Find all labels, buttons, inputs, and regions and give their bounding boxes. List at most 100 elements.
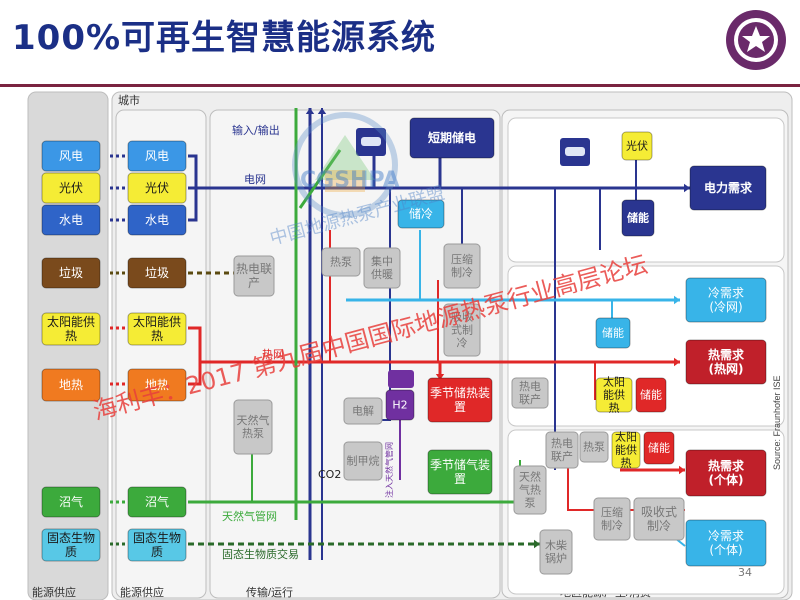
node-geo-city: 地热 <box>127 368 187 402</box>
node-label: 天然气热泵 <box>237 413 270 440</box>
node-label: 电力需求 <box>704 180 753 195</box>
association-logo-icon <box>292 112 398 218</box>
node-label: 太阳能供热 <box>47 314 95 343</box>
flow-arrow-icon <box>305 108 315 114</box>
node-label: 热泵 <box>330 256 352 269</box>
region-label-city-supply: 能源供应 <box>120 585 164 599</box>
node-seasonal-gas: 季节储气装置 <box>427 449 493 495</box>
label-gas-inject: 注入天然气管网 <box>384 442 394 498</box>
node-label: 储能 <box>602 326 624 340</box>
node-electrolysis: 电解 <box>343 397 383 425</box>
power-grid-line <box>188 154 198 222</box>
node-chp-district: 热电联产 <box>511 377 549 409</box>
node-label: 电解 <box>352 404 374 418</box>
node-store-heat: 储能 <box>635 377 667 413</box>
region-transport <box>209 109 501 599</box>
node-heat-demand-ind: 热需求(个体) <box>685 449 767 497</box>
title-rule <box>0 84 800 87</box>
node-label: 储能 <box>640 388 662 402</box>
node-label: 风电 <box>59 149 83 163</box>
node-biomass-src: 固态生物质 <box>41 528 101 562</box>
label-power-grid: 电网 <box>244 173 266 186</box>
label-gas-grid: 天然气管网 <box>222 509 277 523</box>
node-waste-src: 垃圾 <box>41 257 101 289</box>
node-store-pv: 储能 <box>621 199 655 237</box>
node-cool-demand-ind: 冷需求(个体) <box>685 519 767 567</box>
flow-arrow-icon <box>674 295 680 305</box>
heat-grid-line <box>188 326 202 386</box>
node-biogas-city: 沼气 <box>127 486 187 518</box>
node-geo-src: 地热 <box>41 368 101 402</box>
node-label: 季节储热装置 <box>430 385 490 414</box>
node-label: 固态生物质 <box>47 531 95 559</box>
node-biomass-city: 固态生物质 <box>127 528 187 562</box>
node-wind-city: 风电 <box>127 140 187 172</box>
node-pv-city: 光伏 <box>127 172 187 204</box>
node-label: 季节储气装置 <box>430 457 490 486</box>
node-label: 集中供暖 <box>371 254 393 281</box>
node-hp-ind: 热泵 <box>579 431 609 463</box>
node-label: 热需求(个体) <box>708 458 745 487</box>
flow-arrow-icon <box>435 374 445 380</box>
node-label: 热泵 <box>583 441 605 454</box>
node-label: 短期储电 <box>428 130 476 145</box>
node-pv-district: 光伏 <box>621 131 653 161</box>
node-label: 光伏 <box>59 181 83 195</box>
node-solar-city: 太阳能供热 <box>127 312 187 346</box>
source-note: Source: Fraunhofer ISE <box>772 375 782 470</box>
node-label: 沼气 <box>145 494 169 509</box>
node-label: 沼气 <box>59 494 83 509</box>
node-label: 天然气热泵 <box>519 470 541 510</box>
flow-arrow-icon <box>317 108 327 114</box>
node-central-heat: 集中供暖 <box>363 247 401 289</box>
region-label-transport: 传输/运行 <box>246 585 293 599</box>
node-label: 冷需求(冷网) <box>708 286 744 314</box>
label-io: 输入/输出 <box>232 123 280 137</box>
node-label: 吸收式制冷 <box>641 505 677 533</box>
gas-grid-line <box>298 149 342 209</box>
node-cool-demand-net: 冷需求(冷网) <box>685 277 767 323</box>
flow-arrow-icon <box>674 357 680 367</box>
node-heat-demand-net: 热需求(热网) <box>685 339 767 385</box>
vehicle-icon <box>356 128 386 156</box>
node-absorb-ind: 吸收式制冷 <box>633 497 685 541</box>
node-label: 热需求(热网) <box>708 347 745 376</box>
label-biomass-trade: 固态生物质交易 <box>222 547 299 561</box>
node-label: 地热 <box>59 378 83 392</box>
slide-title: 100%可再生智慧能源系统 <box>12 18 437 58</box>
flow-arrow-icon <box>679 465 685 475</box>
node-label: 热电联产 <box>551 437 573 463</box>
node-absorb-cool: 吸收式制冷 <box>443 303 481 357</box>
node-label: 水电 <box>145 213 169 227</box>
node-label: 水电 <box>59 213 83 227</box>
node-label: 压缩制冷 <box>451 253 473 279</box>
node-biogas-src: 沼气 <box>41 486 101 518</box>
node-label: H2 <box>392 399 407 412</box>
node-label: 储能 <box>627 211 649 225</box>
node-seasonal-heat: 季节储热装置 <box>427 377 493 423</box>
node-label: 制甲烷 <box>347 454 380 468</box>
node-label: 垃圾 <box>59 265 83 280</box>
node-chp-ind: 热电联产 <box>545 431 579 469</box>
vehicle-icon <box>560 138 590 166</box>
node-pv-src: 光伏 <box>41 172 101 204</box>
node-label: 固态生物质 <box>133 531 181 559</box>
node-chp-city: 热电联产 <box>233 255 275 297</box>
node-label: 太阳能供热 <box>603 376 625 415</box>
node-heat-pump: 热泵 <box>321 247 361 277</box>
node-wood-boiler: 木柴锅炉 <box>539 529 573 575</box>
page-number: 34 <box>738 566 752 579</box>
node-label: 储冷 <box>409 206 433 221</box>
node-label: 垃圾 <box>145 265 169 280</box>
node-label: 压缩制冷 <box>601 506 623 532</box>
node-label: 冷需求(个体) <box>708 529 744 557</box>
node-label: 木柴锅炉 <box>545 538 567 565</box>
node-label: 太阳能供热 <box>615 431 637 470</box>
node-compress-ind: 压缩制冷 <box>593 497 631 541</box>
node-store-ind: 储能 <box>643 431 675 465</box>
node-label: 吸收式制冷 <box>451 310 473 350</box>
node-store-cool: 储能 <box>595 317 631 349</box>
node-hydro-city: 水电 <box>127 204 187 236</box>
node-methanation: 制甲烷 <box>343 441 383 481</box>
